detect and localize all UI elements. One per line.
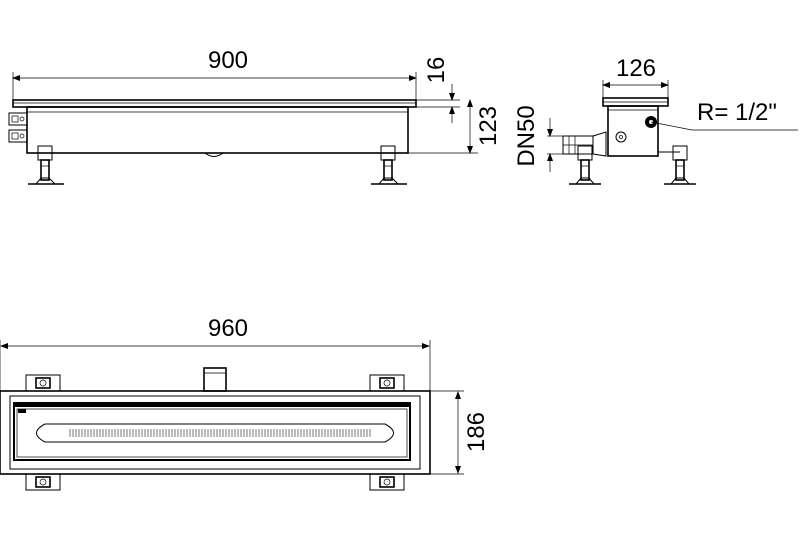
dim-thread: R= 1/2" (697, 99, 777, 126)
dim-end-width: 126 (616, 55, 656, 82)
dim-side-flange: 16 (423, 57, 450, 84)
dim-top-length: 960 (208, 315, 248, 342)
end-view: 126 DN50 R= 1/2" (513, 55, 798, 185)
top-view: 960 (0, 315, 490, 491)
side-foot-left (28, 145, 64, 185)
dim-side-height: 123 (475, 106, 502, 146)
logo-mark (18, 409, 26, 413)
slot-hatch (69, 429, 371, 437)
dim-outlet: DN50 (513, 105, 540, 166)
side-foot-right (371, 145, 407, 185)
side-left-fittings (8, 112, 28, 143)
top-brackets-lower (25, 473, 405, 491)
top-brackets-upper (25, 374, 405, 392)
side-view: 900 (8, 47, 502, 185)
end-foot-right (658, 145, 696, 185)
end-foot-left (569, 145, 601, 185)
grate-slot (36, 423, 394, 443)
end-outlet-pipe (562, 131, 607, 157)
dim-top-width: 186 (463, 412, 490, 452)
dim-side-length: 900 (208, 47, 248, 74)
